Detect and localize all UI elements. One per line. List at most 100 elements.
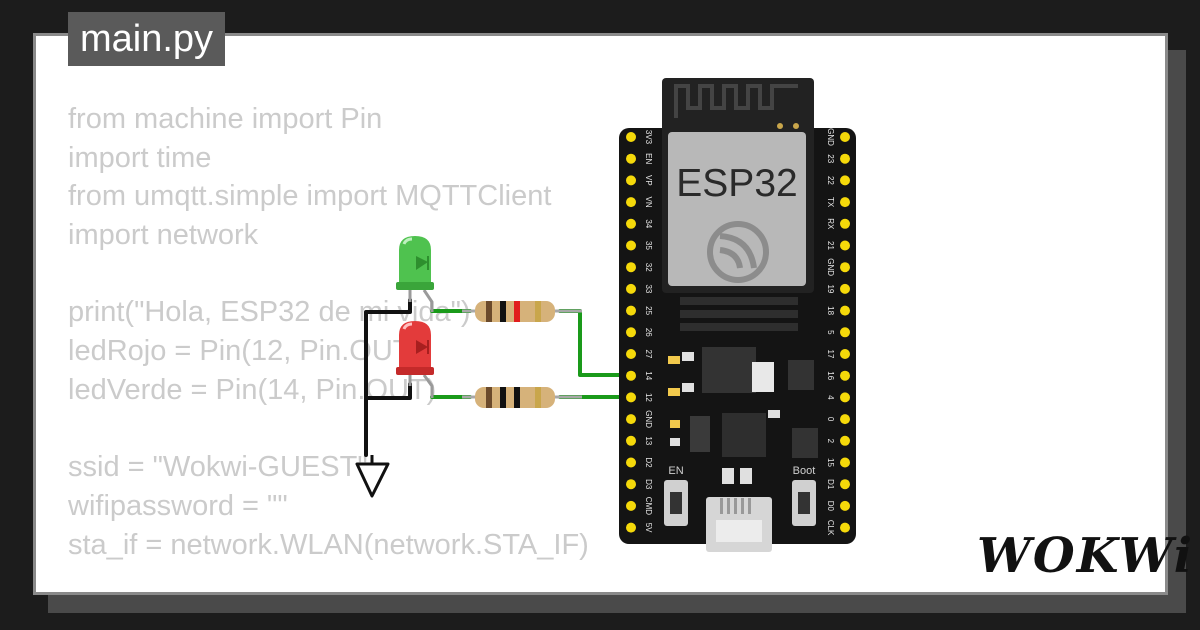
code-line: ledVerde = Pin(14, Pin.OUT) <box>68 373 437 406</box>
right-pin-label: 0 <box>826 417 835 422</box>
right-pin-label: GND <box>826 128 835 146</box>
code-line: wifipassword = "" <box>68 489 288 522</box>
right-pin[interactable] <box>840 305 850 316</box>
right-pin[interactable] <box>840 392 850 403</box>
left-pin-label: GND <box>644 410 653 428</box>
left-pin[interactable] <box>626 240 636 251</box>
left-pin[interactable] <box>626 500 636 511</box>
left-pin-label: D2 <box>644 457 653 468</box>
left-pin[interactable] <box>626 414 636 425</box>
resistor-bottom[interactable] <box>462 387 582 408</box>
file-tab[interactable]: main.py <box>68 12 226 66</box>
left-pin-label: 12 <box>644 393 653 402</box>
esp32-chip-shield <box>668 132 806 286</box>
left-pin[interactable] <box>626 132 636 142</box>
left-pin-label: CMD <box>644 497 653 515</box>
wokwi-logo: WOKWi <box>977 528 1195 584</box>
left-pin-label: VP <box>644 175 653 186</box>
code-line: import time <box>68 141 212 174</box>
resistor-top[interactable] <box>462 301 582 322</box>
right-pin[interactable] <box>840 218 850 229</box>
left-pin-label: 14 <box>644 371 653 380</box>
right-pin-label: 17 <box>826 350 835 359</box>
left-pin-label: VN <box>644 197 653 208</box>
right-pin-label: 19 <box>826 284 835 293</box>
right-pin[interactable] <box>840 197 850 208</box>
right-pin[interactable] <box>840 153 850 164</box>
code-line: print("Hola, ESP32 de mi vida") <box>68 296 471 329</box>
left-pin-label: D3 <box>644 479 653 490</box>
left-pin[interactable] <box>626 457 636 468</box>
left-pin-label: 27 <box>644 350 653 359</box>
chip-label: ESP32 <box>676 162 797 205</box>
wire-ground-red-led[interactable] <box>364 382 412 400</box>
left-pin[interactable] <box>626 153 636 164</box>
canvas-card <box>33 33 1168 595</box>
left-pin[interactable] <box>626 262 636 273</box>
code-line: sta_if = network.WLAN(network.STA_IF) <box>68 528 589 561</box>
right-pin[interactable] <box>840 370 850 381</box>
left-pin[interactable] <box>626 175 636 186</box>
left-pin-label: 26 <box>644 328 653 337</box>
right-pin[interactable] <box>840 132 850 142</box>
right-pin[interactable] <box>840 327 850 338</box>
right-pin[interactable] <box>840 500 850 511</box>
right-pin[interactable] <box>840 435 850 446</box>
code-line: from umqtt.simple import MQTTClient <box>68 180 552 213</box>
right-pin[interactable] <box>840 175 850 186</box>
right-pin-label: RX <box>826 218 835 230</box>
right-pin-label: TX <box>826 197 835 208</box>
left-pin[interactable] <box>626 197 636 208</box>
right-pin[interactable] <box>840 522 850 533</box>
ground-symbol[interactable] <box>355 462 390 498</box>
right-pin-label: D1 <box>826 479 835 490</box>
led-red[interactable] <box>396 321 434 375</box>
code-line: from machine import Pin <box>68 103 383 135</box>
left-pin-label: 33 <box>644 284 653 293</box>
right-pin[interactable] <box>840 349 850 359</box>
boot-label: Boot <box>793 465 816 477</box>
wire-ground-green-led[interactable] <box>364 298 412 457</box>
left-pin[interactable] <box>626 218 636 229</box>
file-tab-title: main.py <box>80 18 214 60</box>
left-pin[interactable] <box>626 522 636 533</box>
usb-serial-chip <box>722 413 766 457</box>
right-pin[interactable] <box>840 240 850 251</box>
right-pin-label: 15 <box>826 458 835 467</box>
right-pin[interactable] <box>840 414 850 425</box>
right-pin[interactable] <box>840 479 850 490</box>
right-pin-label: 5 <box>826 330 835 335</box>
right-pin-label: 2 <box>826 439 835 444</box>
left-pin[interactable] <box>626 392 636 403</box>
right-pin-label: 18 <box>826 306 835 315</box>
left-pin[interactable] <box>626 327 636 338</box>
left-pin-header: 3V3ENVPVN343532332526271412GND13D2D3CMD5… <box>626 130 653 533</box>
code-line: import network <box>68 219 259 252</box>
esp32-board[interactable]: ESP32 EN Boot <box>619 78 856 552</box>
left-pin-label: 5V <box>644 523 653 533</box>
left-pin-label: 13 <box>644 436 653 445</box>
en-label: EN <box>668 465 683 477</box>
espressif-logo-icon <box>707 221 769 283</box>
right-pin-label: CLK <box>826 520 835 536</box>
left-pin[interactable] <box>626 283 636 294</box>
right-pin-label: 22 <box>826 176 835 185</box>
right-pin-label: 16 <box>826 371 835 380</box>
right-pin[interactable] <box>840 262 850 273</box>
left-pin[interactable] <box>626 305 636 316</box>
left-pin-label: 32 <box>644 263 653 272</box>
left-pin[interactable] <box>626 479 636 490</box>
led-green[interactable] <box>396 236 434 290</box>
right-pin[interactable] <box>840 457 850 468</box>
left-pin-label: 34 <box>644 219 653 228</box>
right-pin[interactable] <box>840 283 850 294</box>
left-pin[interactable] <box>626 435 636 446</box>
left-pin[interactable] <box>626 349 636 359</box>
left-pin-label: 25 <box>644 306 653 315</box>
left-pin[interactable] <box>626 370 636 381</box>
right-pin-label: 4 <box>826 395 835 400</box>
right-pin-label: D0 <box>826 501 835 512</box>
left-pin-label: 35 <box>644 241 653 250</box>
